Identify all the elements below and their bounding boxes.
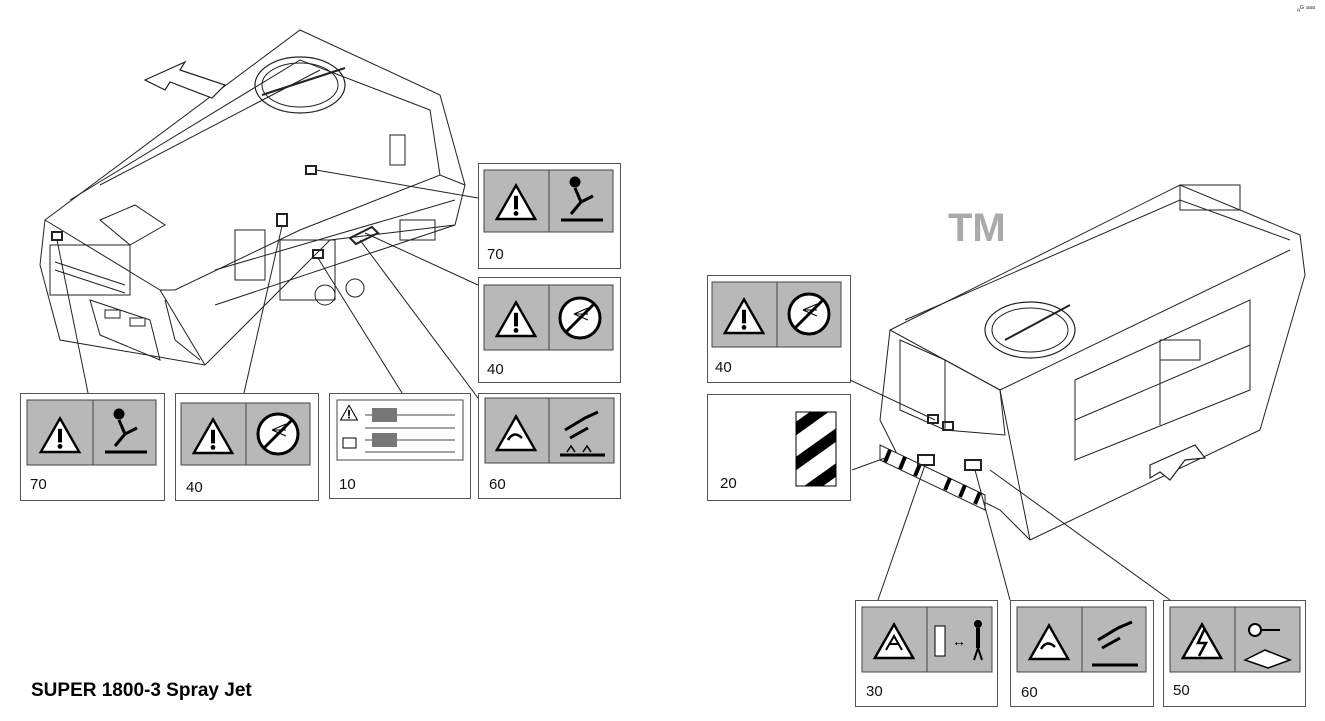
label-number-40-middle: 40	[487, 361, 504, 378]
left-machine	[39, 29, 466, 366]
leader-lines-left	[56, 169, 479, 399]
label-number-40-left: 40	[186, 479, 203, 496]
label-70-top-box	[478, 163, 621, 269]
direction-arrow-left	[143, 60, 227, 99]
label-number-60-right: 60	[1021, 684, 1038, 701]
label-number-40-right: 40	[715, 359, 732, 376]
label-30-box	[855, 600, 998, 707]
label-number-60-left: 60	[489, 476, 506, 493]
label-40-middle-box	[478, 277, 621, 383]
label-number-10: 10	[339, 476, 356, 493]
hazard-stripe-band	[879, 444, 986, 511]
label-40-right-box	[707, 275, 851, 383]
label-number-30: 30	[866, 683, 883, 700]
watermark-text: TM	[948, 206, 1006, 250]
label-60-left-box	[478, 393, 621, 499]
label-number-70-top: 70	[487, 246, 504, 263]
label-50-box	[1163, 600, 1306, 707]
label-number-70-left: 70	[30, 476, 47, 493]
label-60-right-box	[1010, 600, 1154, 707]
label-number-20: 20	[720, 475, 737, 492]
label-20-box	[707, 394, 851, 501]
diagram-title: SUPER 1800-3 Spray Jet	[31, 680, 252, 701]
leader-lines-right	[849, 379, 1171, 601]
corner-mark: ₐᴳ ᵃᵃᵃ	[1296, 4, 1315, 13]
label-70-left-box	[20, 393, 165, 501]
direction-arrow-right	[1149, 444, 1207, 481]
label-number-50: 50	[1173, 682, 1190, 699]
label-40-left-box	[175, 393, 319, 501]
right-machine	[879, 184, 1306, 541]
